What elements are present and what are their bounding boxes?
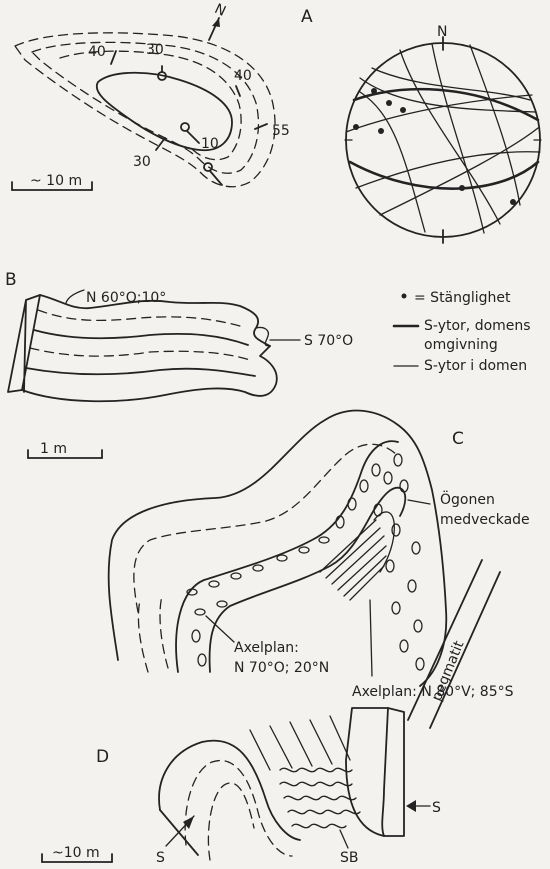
fold-d-dash-2 [208,783,254,860]
axial-plane-1-line1: Axelplan: [234,640,299,656]
augen-eyes [187,454,424,670]
legend-dot-icon [402,294,407,299]
legend-thick-label-1: S-ytor, domens [424,318,531,334]
block-face [8,295,40,392]
fold-layer-2 [38,310,240,326]
right-block [346,708,404,836]
hinge-hatching [320,512,394,600]
panel-b: B N 60°O;10° S 70°O 1 m [5,270,353,458]
fold-layer-4 [30,348,250,360]
panel-a-letter: A [301,7,313,27]
north-label: N [212,1,228,20]
axial-plane-2: Axelplan: N 80°V; 85°S [352,684,514,700]
panel-c-letter: C [452,429,464,449]
legend: = Stänglighet S-ytor, domens omgivning S… [394,290,531,374]
fold-inner-dash-3 [138,600,148,672]
legend-dot-label: = Stänglighet [414,290,511,306]
label-s-right: S [432,800,441,816]
panel-a: A N 40 30 40 55 10 30 [12,1,541,243]
fold-d-outer [159,741,300,840]
panel-b-letter: B [5,270,17,290]
panel-d-letter: D [96,747,109,767]
legend-thick-label-2: omgivning [424,337,498,353]
dip-label-4: 55 [272,123,290,139]
eyes-label-1: Ögonen [440,490,495,508]
plunge-marker [66,290,84,303]
crenulation-zone [250,716,360,828]
stereonet-north-label: N [437,24,447,40]
fold-inner-dash-1 [134,444,398,612]
panel-d: D S SB S [42,708,441,866]
dip-label-5: 10 [201,136,219,152]
label-sb: SB [340,850,359,866]
fold-layer-3 [34,330,248,345]
dip-label-6: 30 [133,154,151,170]
scale-label-d: ~10 m [52,845,100,861]
stereonet [345,37,541,243]
eyes-label-2: medveckade [440,512,530,528]
dip-label-2: 30 [146,42,164,58]
label-b-top: N 60°O;10° [86,290,166,306]
north-arrow-icon [209,18,220,40]
panel-c: C [109,411,530,728]
fold-inner-dash-2 [160,596,168,668]
label-s-left: S [156,850,165,866]
dip-label-3: 40 [234,68,252,84]
fold-layer-5 [26,368,255,376]
label-b-right: S 70°O [304,333,353,349]
scale-label-a: ~ 10 m [30,173,82,189]
legend-thin-label: S-ytor i domen [424,358,527,374]
axial-plane-1-line2: N 70°O; 20°N [234,660,329,676]
dip-label-1: 40 [88,44,106,60]
fold-d-dash-1 [185,761,292,856]
scale-label-b: 1 m [40,441,67,457]
